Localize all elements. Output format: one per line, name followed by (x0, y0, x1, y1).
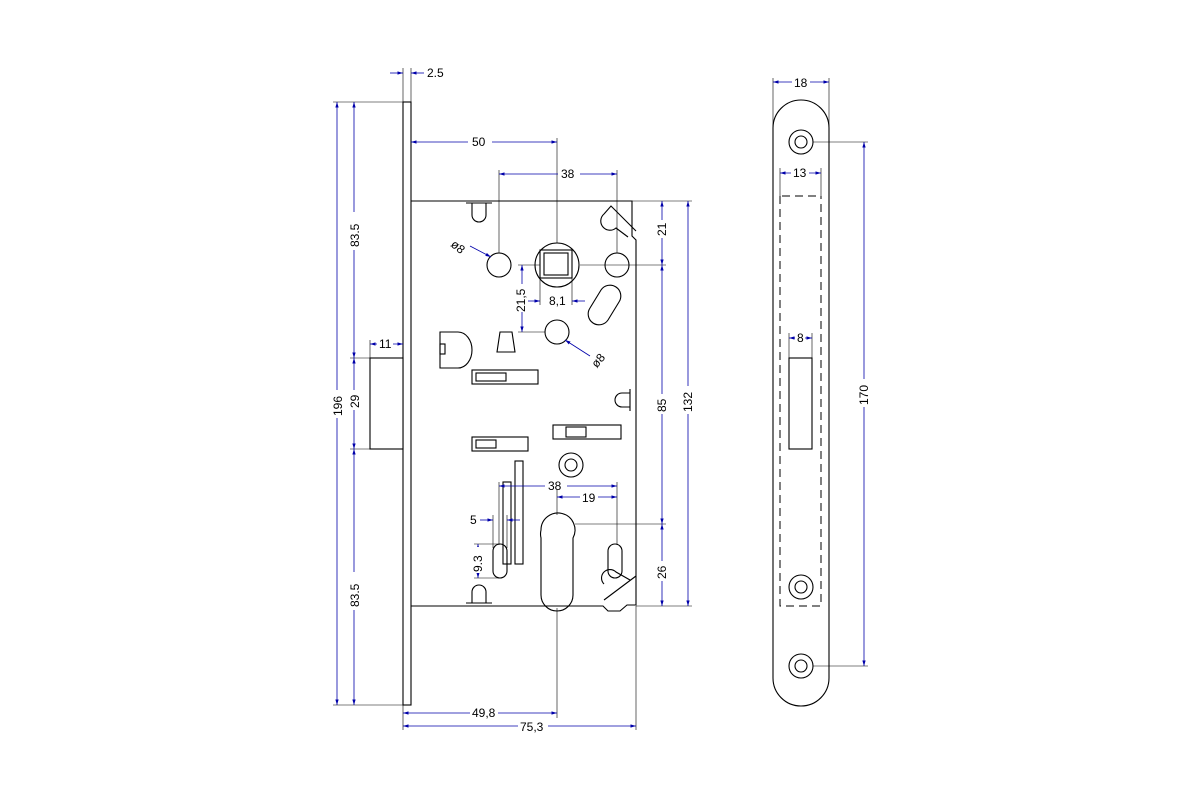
lever-lower (471, 436, 529, 452)
strike-plate (772, 99, 830, 707)
dim-backset: 50 (472, 135, 486, 149)
strike-screw-middle (788, 574, 814, 600)
latch-cam (439, 331, 473, 369)
dim-strike-hole-spacing: 170 (857, 385, 871, 405)
dim-strike-inner-width: 13 (793, 166, 807, 180)
dim-faceplate-upper: 83.5 (348, 223, 362, 247)
faceplate (402, 101, 412, 706)
dim-faceplate-lower: 83.5 (348, 583, 362, 607)
rivet-bottom (466, 584, 492, 604)
strike-plate-outline (772, 99, 830, 707)
cylinder-profile (539, 512, 576, 612)
dim-cylinder-backset: 49,8 (472, 706, 496, 720)
strike-screw-bottom (788, 653, 814, 679)
dim-lower-hole-spacing: 38 (548, 479, 562, 493)
vertical-bar-right (514, 460, 524, 565)
follower-square (539, 249, 573, 279)
dim-strike-opening-width: 8 (797, 331, 804, 345)
dim-hole-diameter-top: ø8 (448, 237, 468, 257)
slot-right (607, 543, 623, 579)
slot-left (492, 543, 508, 579)
dim-top-to-follower: 21 (655, 222, 669, 236)
dim-slot-width: 5 (470, 513, 477, 527)
lock-dimensions: 2.5 50 38 ø8 ø8 8,1 21,5 (330, 66, 695, 734)
dim-follower-hole-spacing: 38 (561, 167, 575, 181)
dim-latch-projection: 11 (379, 337, 392, 351)
dim-slot-height: 9.3 (471, 555, 485, 572)
dim-faceplate-thickness: 2.5 (427, 66, 444, 80)
rivet-top (466, 202, 492, 223)
latch-bolt (369, 357, 404, 450)
corner-bracket-top (600, 205, 637, 238)
lock-body (369, 101, 637, 706)
dim-follower-square: 8,1 (549, 294, 566, 308)
rivet-right (614, 389, 631, 411)
corner-bracket-bottom (600, 568, 637, 601)
slanted-slot (587, 284, 622, 326)
dim-strike-width: 18 (794, 76, 808, 90)
strike-pocket (779, 196, 822, 607)
dim-latch-height: 29 (348, 394, 362, 408)
strike-screw-top (788, 129, 814, 155)
lever-right (552, 424, 622, 440)
stop-block (496, 331, 516, 353)
lever-upper (471, 369, 539, 385)
dim-case-height: 132 (681, 392, 695, 412)
dim-bottom-to-cylinder: 26 (655, 565, 669, 579)
dim-hole-diameter-mid: ø8 (588, 350, 608, 370)
washer (558, 452, 584, 478)
strike-dimensions: 18 13 8 170 (772, 75, 871, 667)
dim-faceplate-length: 196 (331, 396, 345, 416)
dim-follower-to-cylinder: 85 (655, 398, 669, 412)
dim-case-depth: 75,3 (520, 720, 544, 734)
dim-cylinder-offset: 19 (582, 491, 596, 505)
strike-opening (788, 357, 813, 450)
dim-follower-to-hole: 21,5 (514, 288, 528, 312)
lock-case (411, 200, 637, 612)
